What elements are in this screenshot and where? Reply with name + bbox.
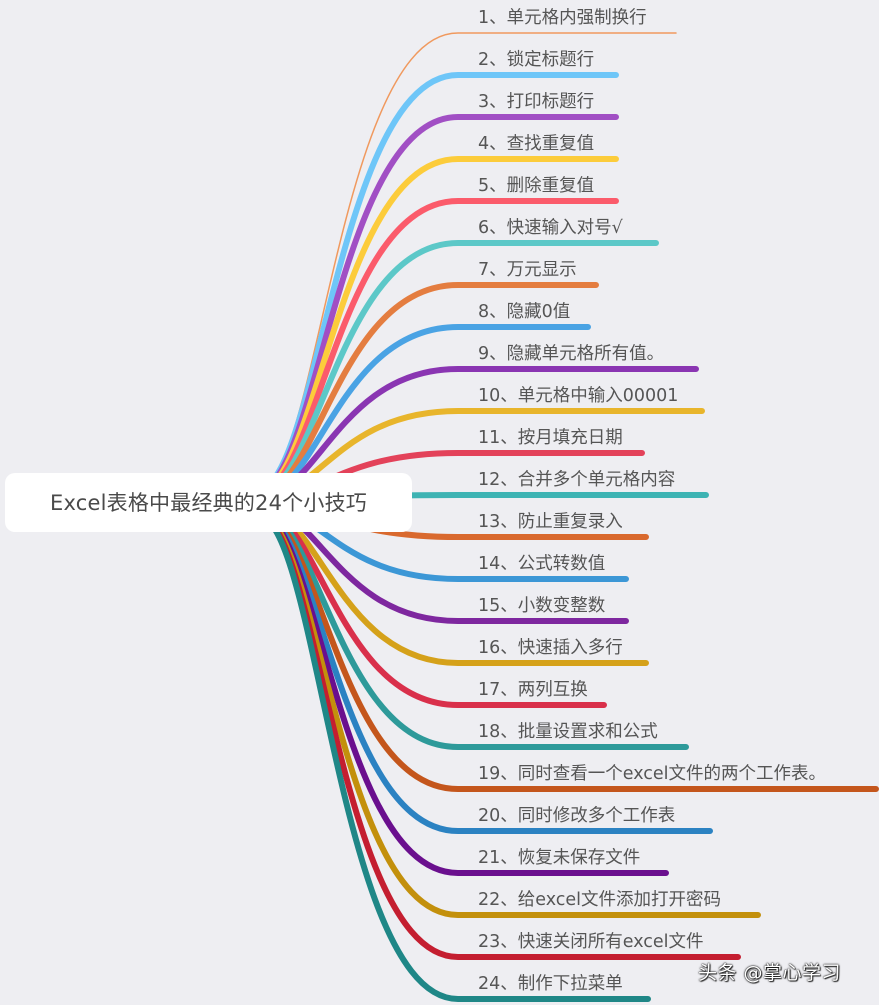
- branch-node-4[interactable]: 4、查找重复值: [478, 134, 595, 154]
- branch-node-22[interactable]: 22、给excel文件添加打开密码: [478, 890, 722, 910]
- branch-node-17[interactable]: 17、两列互换: [478, 680, 588, 700]
- branch-node-10[interactable]: 10、单元格中输入00001: [478, 386, 679, 406]
- watermark: 头条 @掌心学习: [698, 962, 842, 984]
- branch-node-1[interactable]: 1、单元格内强制换行: [478, 8, 647, 28]
- branch-node-20[interactable]: 20、同时修改多个工作表: [478, 806, 676, 826]
- branch-node-23[interactable]: 23、快速关闭所有excel文件: [478, 932, 704, 952]
- branch-node-16[interactable]: 16、快速插入多行: [478, 638, 623, 658]
- branch-node-11[interactable]: 11、按月填充日期: [478, 428, 623, 448]
- branch-node-24[interactable]: 24、制作下拉菜单: [478, 974, 623, 994]
- root-node[interactable]: Excel表格中最经典的24个小技巧: [5, 473, 412, 532]
- branch-node-13[interactable]: 13、防止重复录入: [478, 512, 623, 532]
- branch-node-6[interactable]: 6、快速输入对号√: [478, 218, 623, 238]
- branch-node-18[interactable]: 18、批量设置求和公式: [478, 722, 658, 742]
- branch-node-14[interactable]: 14、公式转数值: [478, 554, 606, 574]
- branch-node-12[interactable]: 12、合并多个单元格内容: [478, 470, 676, 490]
- branch-node-2[interactable]: 2、锁定标题行: [478, 50, 595, 70]
- branch-node-5[interactable]: 5、删除重复值: [478, 176, 595, 196]
- branch-node-8[interactable]: 8、隐藏0值: [478, 302, 571, 322]
- branch-connector: [255, 512, 651, 1002]
- root-node-label: Excel表格中最经典的24个小技巧: [50, 490, 367, 515]
- branch-node-7[interactable]: 7、万元显示: [478, 260, 577, 280]
- branch-node-15[interactable]: 15、小数变整数: [478, 596, 606, 616]
- branch-node-3[interactable]: 3、打印标题行: [478, 92, 595, 112]
- branch-node-9[interactable]: 9、隐藏单元格所有值。: [478, 344, 665, 364]
- branch-node-21[interactable]: 21、恢复未保存文件: [478, 848, 641, 868]
- branch-node-19[interactable]: 19、同时查看一个excel文件的两个工作表。: [478, 764, 827, 784]
